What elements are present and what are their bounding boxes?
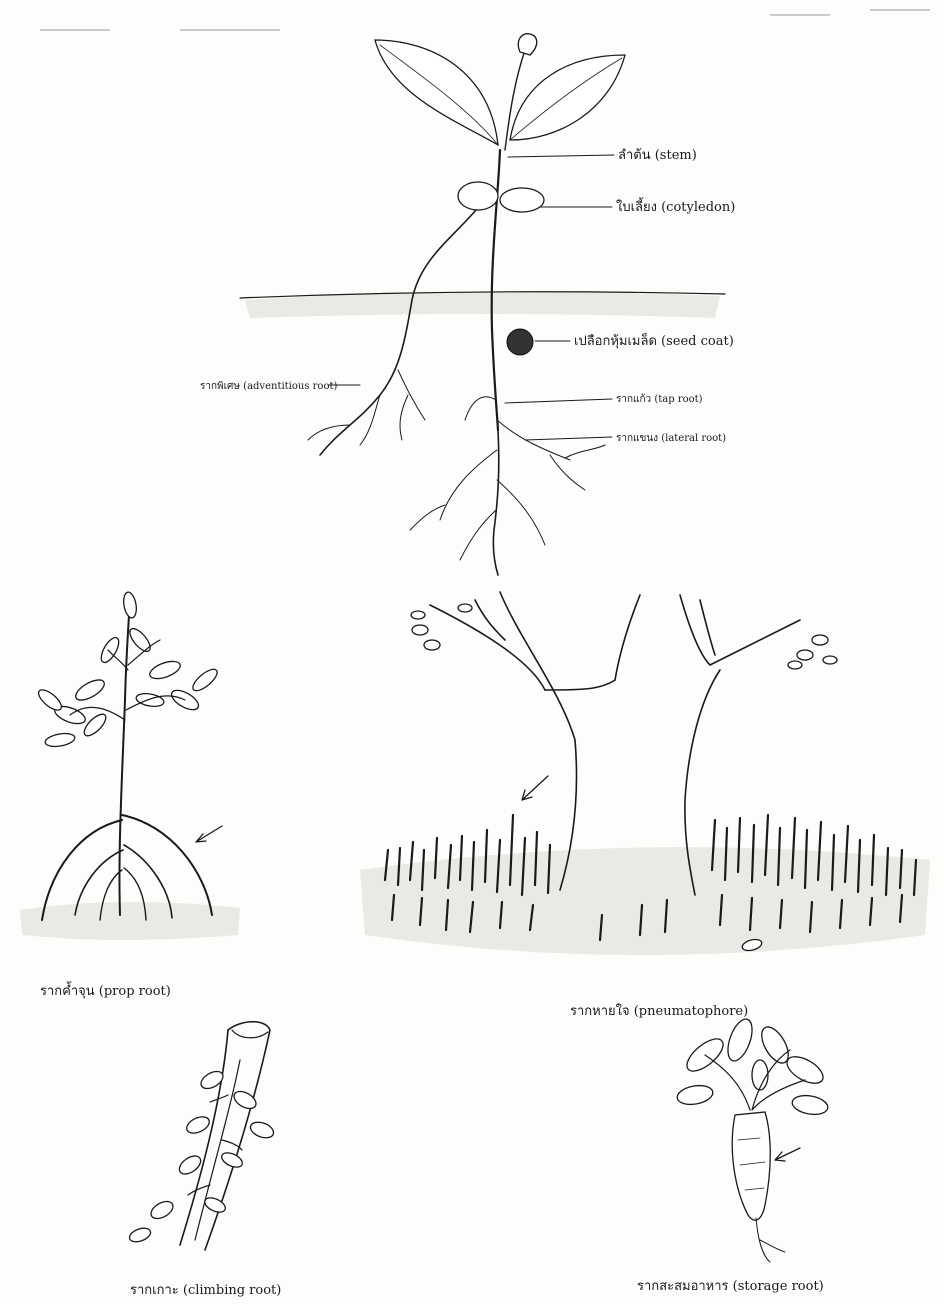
right-leaf: [510, 55, 625, 140]
label-cotyledon: ใบเลี้ยง (cotyledon): [616, 197, 735, 215]
label-adventitious-root: รากพิเศษ (adventitious root): [200, 381, 337, 392]
label-seed-coat: เปลือกหุ้มเมล็ด (seed coat): [574, 331, 734, 349]
cotyledon-right: [500, 188, 544, 212]
shoot-bud: [518, 34, 536, 55]
storage-root-illustration: [676, 1016, 830, 1262]
climbing-root-illustration: [128, 1022, 276, 1250]
caption-prop-root: รากค้ำจุน (prop root): [40, 981, 171, 999]
prop-root-arrow: [196, 826, 222, 842]
prop-root-illustration: [20, 591, 240, 940]
storage-tuber: [732, 1112, 770, 1220]
caption-pneumatophore: รากหายใจ (pneumatophore): [570, 1003, 748, 1019]
cotyledon-left: [458, 182, 498, 210]
label-stem: ลำต้น (stem): [618, 148, 697, 163]
pneumatophore-arrow: [522, 776, 548, 800]
caption-storage-root: รากสะสมอาหาร (storage root): [637, 1279, 824, 1294]
storage-root-arrow: [775, 1148, 800, 1161]
label-lateral-root: รากแขนง (lateral root): [616, 433, 726, 444]
mud-ground: [360, 847, 930, 955]
seedling-illustration: [240, 34, 725, 575]
label-tap-root: รากแก้ว (tap root): [616, 393, 703, 405]
seed-coat-shape: [507, 329, 533, 355]
caption-climbing-root: รากเกาะ (climbing root): [130, 1283, 281, 1298]
prop-root-ground: [20, 902, 240, 940]
scan-header-lines: [40, 10, 930, 30]
left-leaf: [375, 40, 498, 145]
pneumatophore-illustration: [360, 592, 930, 955]
